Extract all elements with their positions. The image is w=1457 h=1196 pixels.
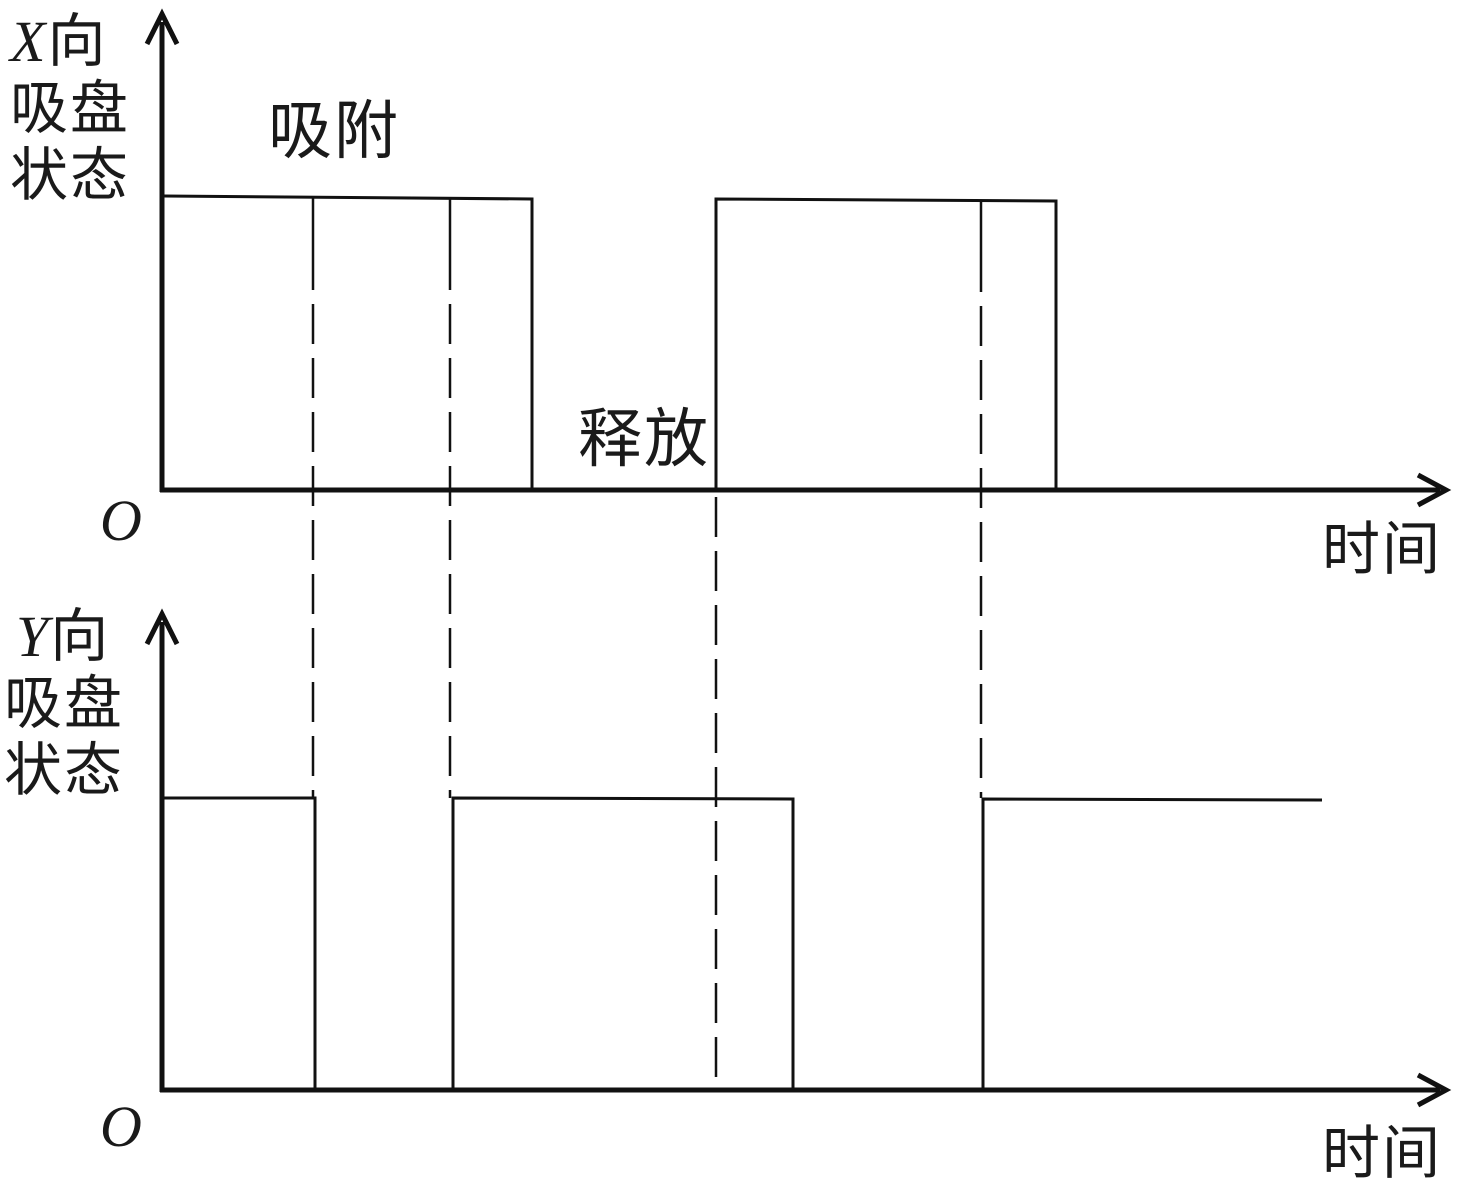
y-panel-time-label: 时间 xyxy=(1322,1119,1443,1187)
y-panel-y-axis-arrow xyxy=(144,608,180,646)
x-panel-time-label: 时间 xyxy=(1322,515,1443,583)
y-panel-axis-label-line3: 状态 xyxy=(4,736,125,804)
y-state-waveform-pulse-3 xyxy=(981,797,1323,1088)
y-panel-axis-symbol: Y xyxy=(16,604,51,669)
x-panel-time-axis-arrow xyxy=(1416,472,1452,508)
x-panel-axis-symbol: X xyxy=(10,9,48,74)
x-panel-axis-label-line2: 吸盘 xyxy=(10,74,131,142)
y-state-waveform-pulse-2 xyxy=(451,796,795,1088)
y-panel-axis-label-line2: 吸盘 xyxy=(4,669,125,737)
release-state-label: 释放 xyxy=(578,403,710,477)
x-panel-axis-label-line3: 状态 xyxy=(10,141,131,209)
y-state-waveform-pulse-1 xyxy=(164,796,317,1088)
y-panel-origin-label: O xyxy=(100,1094,142,1159)
x-panel-y-axis-arrow xyxy=(144,8,180,46)
x-state-waveform-pulse-2 xyxy=(714,197,1058,488)
x-panel-origin-label: O xyxy=(100,488,142,553)
attach-state-label: 吸附 xyxy=(268,95,400,169)
x-panel-axis-label-line1: 向 xyxy=(47,7,108,75)
x-state-waveform-pulse-1 xyxy=(163,194,534,488)
x-panel-axis-label: X向 吸盘 状态 xyxy=(10,12,130,204)
y-panel-axis-label: Y向 吸盘 状态 xyxy=(4,607,124,799)
y-panel-time-axis-arrow xyxy=(1416,1072,1452,1108)
y-panel-axis-label-line1: 向 xyxy=(50,602,111,670)
